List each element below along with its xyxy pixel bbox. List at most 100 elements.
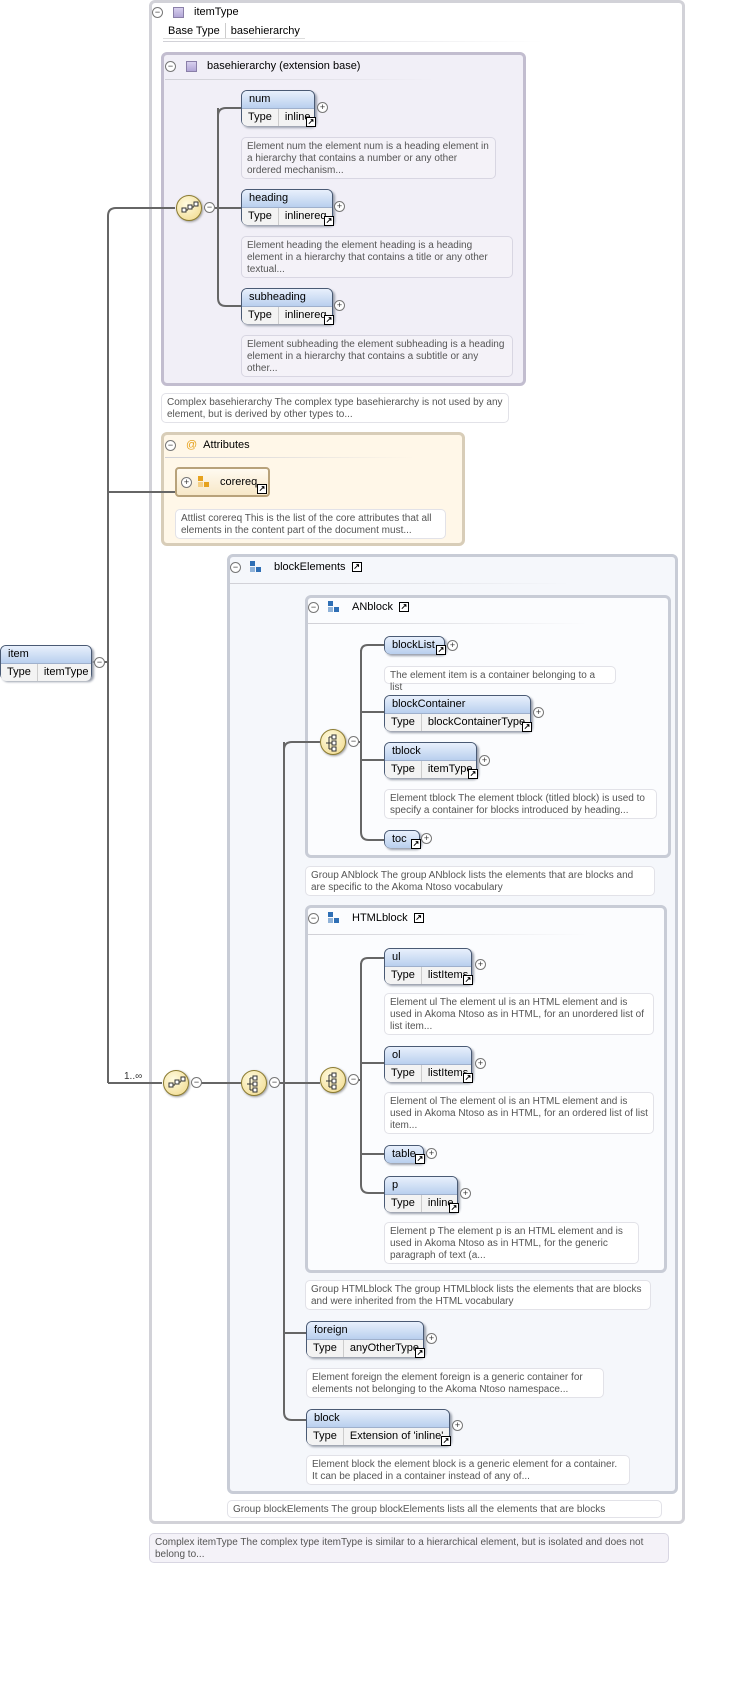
type-value: anyOtherType	[349, 1342, 419, 1354]
expand-icon[interactable]: +	[426, 1148, 437, 1159]
type-label: Type	[242, 307, 279, 324]
element-num[interactable]: num Type inline ↗	[241, 90, 316, 127]
type-label: Type	[385, 714, 422, 731]
link-arrow-icon[interactable]: ↗	[463, 975, 473, 985]
link-arrow-icon[interactable]: ↗	[415, 1154, 425, 1164]
collapse-icon[interactable]: −	[165, 60, 176, 72]
expand-icon[interactable]: +	[426, 1333, 437, 1344]
element-name: block	[307, 1410, 449, 1428]
attributes-header: − @ Attributes	[165, 439, 250, 451]
divider	[308, 934, 588, 935]
collapse-icon[interactable]: −	[348, 1074, 359, 1085]
element-type-row: Type blockContainerType	[385, 714, 530, 731]
element-heading[interactable]: heading Type inlinereq ↗	[241, 189, 334, 226]
element-type-row: Type inline	[242, 109, 314, 126]
link-arrow-icon[interactable]: ↗	[436, 645, 446, 655]
choice-compositor-icon[interactable]	[320, 729, 346, 755]
element-blockList[interactable]: blockList ↗	[384, 636, 446, 655]
element-type-row: Type inlinereq	[242, 208, 332, 225]
element-ol[interactable]: ol Type listItems ↗	[384, 1046, 473, 1083]
expand-icon[interactable]: +	[479, 755, 490, 766]
link-arrow-icon[interactable]: ↗	[324, 216, 334, 226]
corereq-label: corereq	[220, 476, 258, 488]
expand-icon[interactable]: +	[460, 1188, 471, 1199]
expand-icon[interactable]: +	[334, 201, 345, 212]
p-annotation: Element p The element p is an HTML eleme…	[384, 1222, 639, 1264]
link-arrow-icon[interactable]: ↗	[324, 315, 334, 325]
link-arrow-icon[interactable]: ↗	[468, 769, 478, 779]
element-table[interactable]: table ↗	[384, 1145, 425, 1164]
choice-compositor-icon[interactable]	[320, 1067, 346, 1093]
type-label: Type	[385, 1195, 422, 1212]
collapse-icon[interactable]: −	[308, 912, 319, 924]
element-tblock[interactable]: tblock Type itemType ↗	[384, 742, 478, 779]
link-arrow-icon[interactable]: ↗	[351, 562, 362, 572]
link-arrow-icon[interactable]: ↗	[306, 117, 316, 127]
expand-icon[interactable]: +	[334, 300, 345, 311]
sequence-compositor-icon[interactable]	[163, 1070, 189, 1096]
link-arrow-icon[interactable]: ↗	[413, 913, 424, 923]
collapse-icon[interactable]: −	[191, 1077, 202, 1088]
HTMLblock-title: HTMLblock	[352, 912, 408, 924]
element-name: foreign	[307, 1322, 423, 1340]
link-arrow-icon[interactable]: ↗	[398, 602, 409, 612]
collapse-icon[interactable]: −	[165, 439, 176, 451]
basehierarchy-annotation: Complex basehierarchy The complex type b…	[161, 393, 509, 423]
type-label: Type	[242, 109, 279, 126]
divider	[308, 623, 588, 624]
collapse-icon[interactable]: −	[230, 561, 241, 573]
link-arrow-icon[interactable]: ↗	[257, 484, 267, 494]
ul-annotation: Element ul The element ul is an HTML ele…	[384, 993, 654, 1035]
element-block[interactable]: block Type Extension of 'inline' ↗	[306, 1409, 451, 1446]
element-foreign[interactable]: foreign Type anyOtherType ↗	[306, 1321, 425, 1358]
sequence-compositor-icon[interactable]	[176, 195, 202, 221]
link-arrow-icon[interactable]: ↗	[449, 1203, 459, 1213]
expand-icon[interactable]: +	[421, 833, 432, 844]
basehierarchy-header: − basehierarchy (extension base)	[165, 60, 360, 72]
ANblock-annotation: Group ANblock The group ANblock lists th…	[305, 866, 655, 896]
element-p[interactable]: p Type inline ↗	[384, 1176, 459, 1213]
expand-icon[interactable]: +	[317, 102, 328, 113]
link-arrow-icon[interactable]: ↗	[522, 722, 532, 732]
element-blockContainer[interactable]: blockContainer Type blockContainerType ↗	[384, 695, 532, 732]
type-label: Type	[385, 761, 422, 778]
collapse-icon[interactable]: −	[269, 1077, 280, 1088]
link-arrow-icon[interactable]: ↗	[441, 1436, 451, 1446]
element-subheading[interactable]: subheading Type inlinereq ↗	[241, 288, 334, 325]
collapse-icon[interactable]: −	[308, 601, 319, 613]
base-type-row: Base Type basehierarchy	[163, 23, 305, 39]
type-value: Extension of 'inline'	[349, 1430, 444, 1442]
blockElements-header: − blockElements ↗	[230, 561, 362, 573]
attribute-group-corereq[interactable]: + corereq ↗	[175, 467, 270, 497]
collapse-icon[interactable]: −	[152, 6, 163, 18]
divider	[163, 41, 543, 42]
collapse-icon[interactable]: −	[94, 657, 105, 668]
HTMLblock-annotation: Group HTMLblock The group HTMLblock list…	[305, 1280, 651, 1310]
element-toc[interactable]: toc ↗	[384, 830, 421, 849]
type-value: inline	[427, 1197, 454, 1209]
choice-compositor-icon[interactable]	[241, 1070, 267, 1096]
element-name: tblock	[385, 743, 476, 761]
link-arrow-icon[interactable]: ↗	[463, 1073, 473, 1083]
expand-icon[interactable]: +	[475, 959, 486, 970]
ANblock-header: − ANblock ↗	[308, 601, 409, 613]
expand-icon[interactable]: +	[452, 1420, 463, 1431]
base-type-value: basehierarchy	[230, 25, 300, 37]
expand-icon[interactable]: +	[181, 476, 192, 488]
link-arrow-icon[interactable]: ↗	[415, 1348, 425, 1358]
type-value: listItems	[427, 1067, 469, 1079]
group-icon	[328, 601, 340, 613]
type-value: inline	[284, 111, 311, 123]
expand-icon[interactable]: +	[533, 707, 544, 718]
link-arrow-icon[interactable]: ↗	[411, 839, 421, 849]
collapse-icon[interactable]: −	[348, 736, 359, 747]
expand-icon[interactable]: +	[475, 1058, 486, 1069]
element-type-row: Type itemType	[1, 664, 91, 681]
blockList-annotation: The element item is a container belongin…	[384, 666, 616, 693]
expand-icon[interactable]: +	[447, 640, 458, 651]
collapse-icon[interactable]: −	[204, 202, 215, 213]
root-element-item[interactable]: item Type itemType	[0, 645, 92, 681]
element-ul[interactable]: ul Type listItems ↗	[384, 948, 473, 985]
type-label: Type	[1, 664, 38, 681]
